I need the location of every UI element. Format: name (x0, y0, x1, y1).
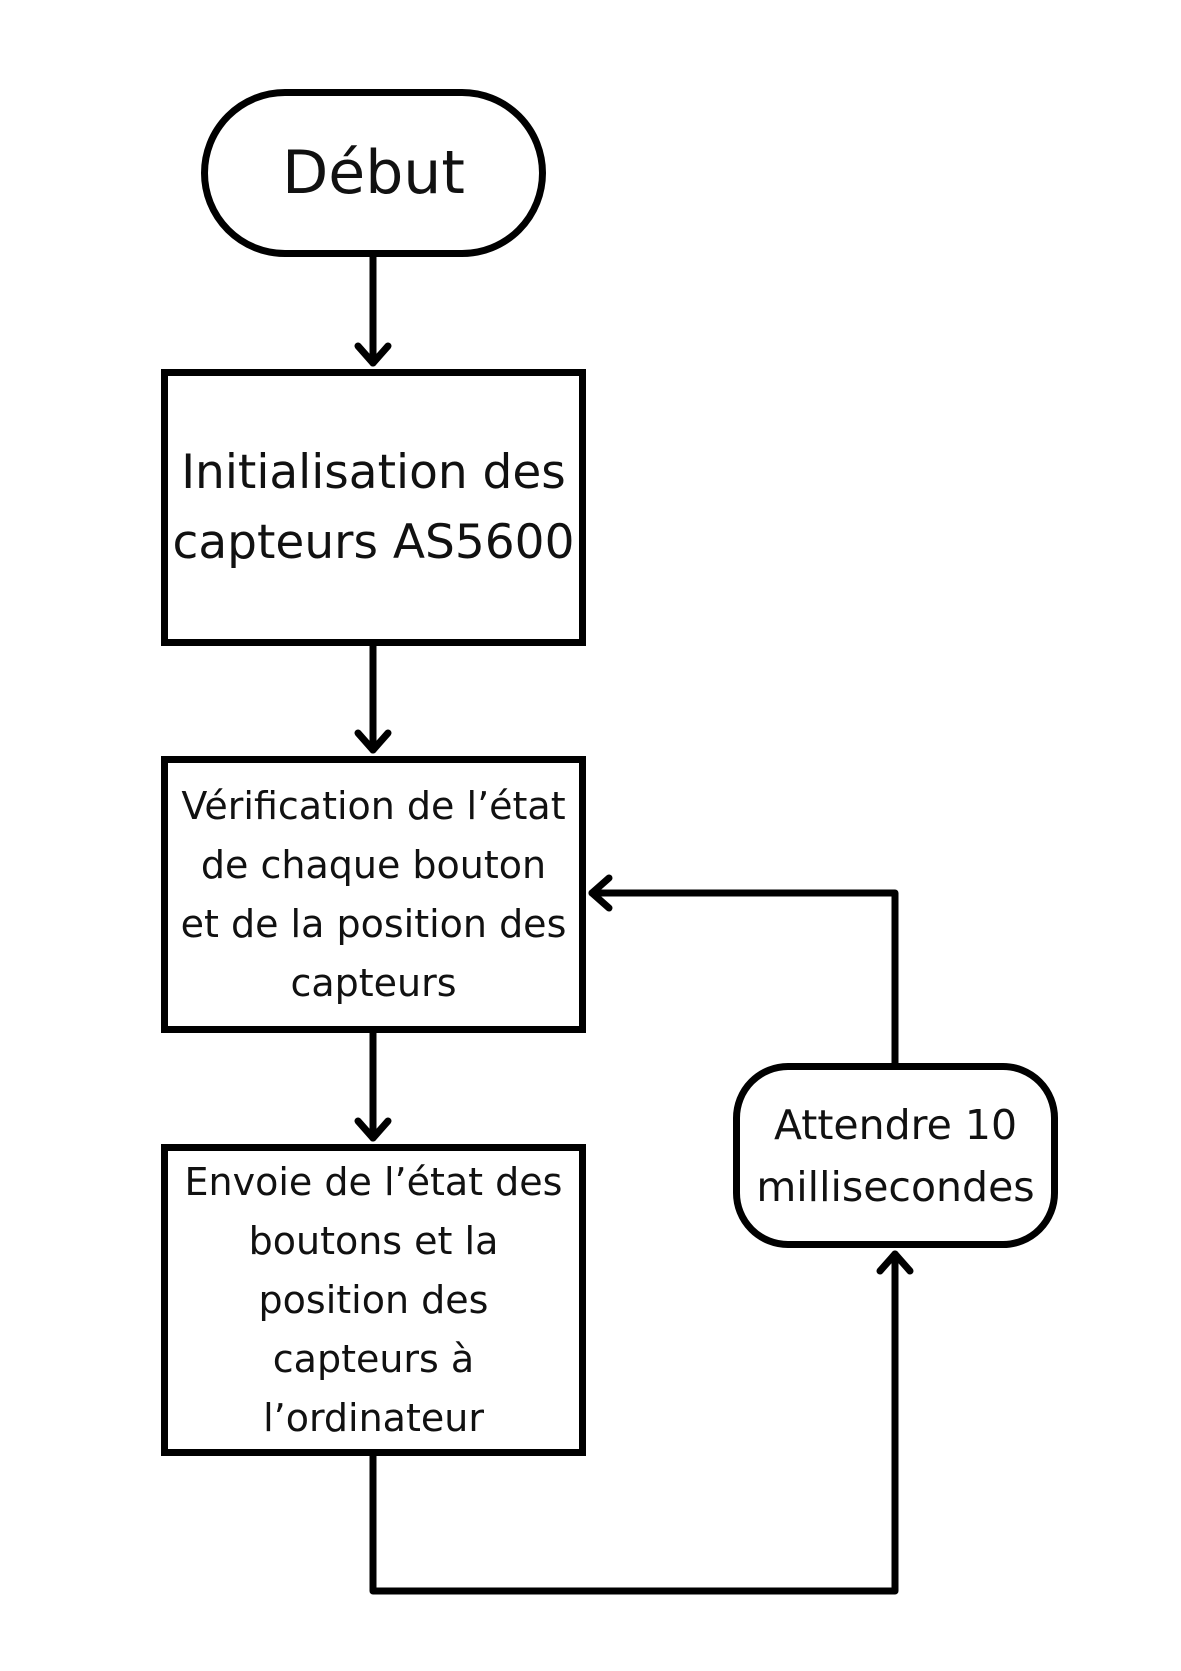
arrowhead-wait-to-check (588, 874, 613, 912)
init-sensors-process: Initialisation des capteurs AS5600 (161, 369, 586, 646)
wait-terminal: Attendre 10 millisecondes (733, 1063, 1058, 1248)
send-state-label: Envoie de l’état des boutons et la posit… (184, 1159, 563, 1440)
arrowhead-init-to-check (354, 729, 392, 754)
send-state-process: Envoie de l’état des boutons et la posit… (161, 1144, 586, 1456)
arrowhead-check-to-send (354, 1117, 392, 1142)
arrowhead-send-to-wait (876, 1250, 914, 1275)
start-terminal: Début (201, 89, 546, 257)
init-sensors-label: Initialisation des capteurs AS5600 (172, 444, 575, 570)
arrow-wait-to-check (588, 889, 899, 1067)
arrowhead-start-to-init (354, 342, 392, 367)
check-state-process: Vérification de l’état de chaque bouton … (161, 756, 586, 1033)
check-state-label: Vérification de l’état de chaque bouton … (180, 783, 567, 1005)
start-terminal-label: Début (282, 138, 465, 208)
arrow-send-to-wait (369, 1250, 899, 1595)
wait-terminal-label: Attendre 10 millisecondes (756, 1100, 1035, 1211)
